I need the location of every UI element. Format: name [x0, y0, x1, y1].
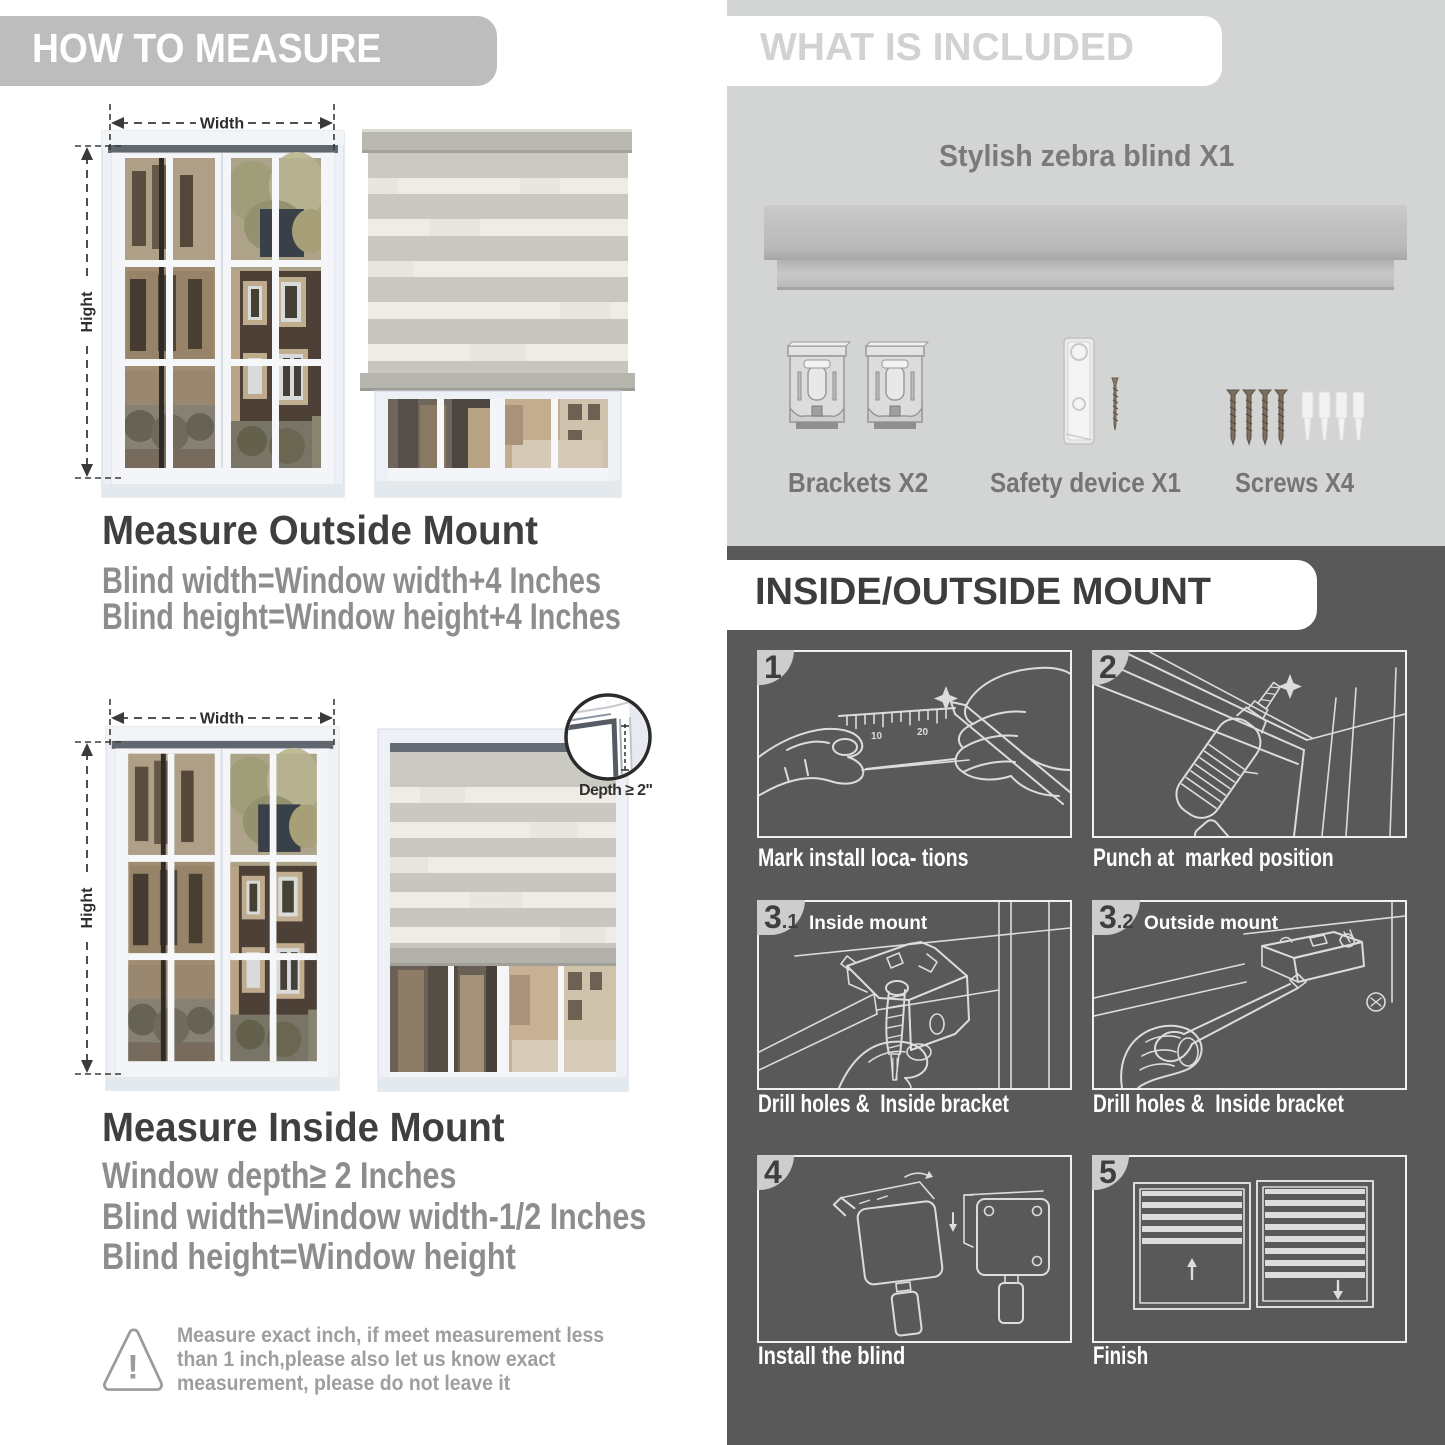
- svg-text:Depth ≥ 2": Depth ≥ 2": [579, 782, 653, 799]
- svg-text:!: !: [127, 1349, 138, 1387]
- svg-text:10: 10: [871, 731, 883, 742]
- svg-text:20: 20: [917, 727, 929, 738]
